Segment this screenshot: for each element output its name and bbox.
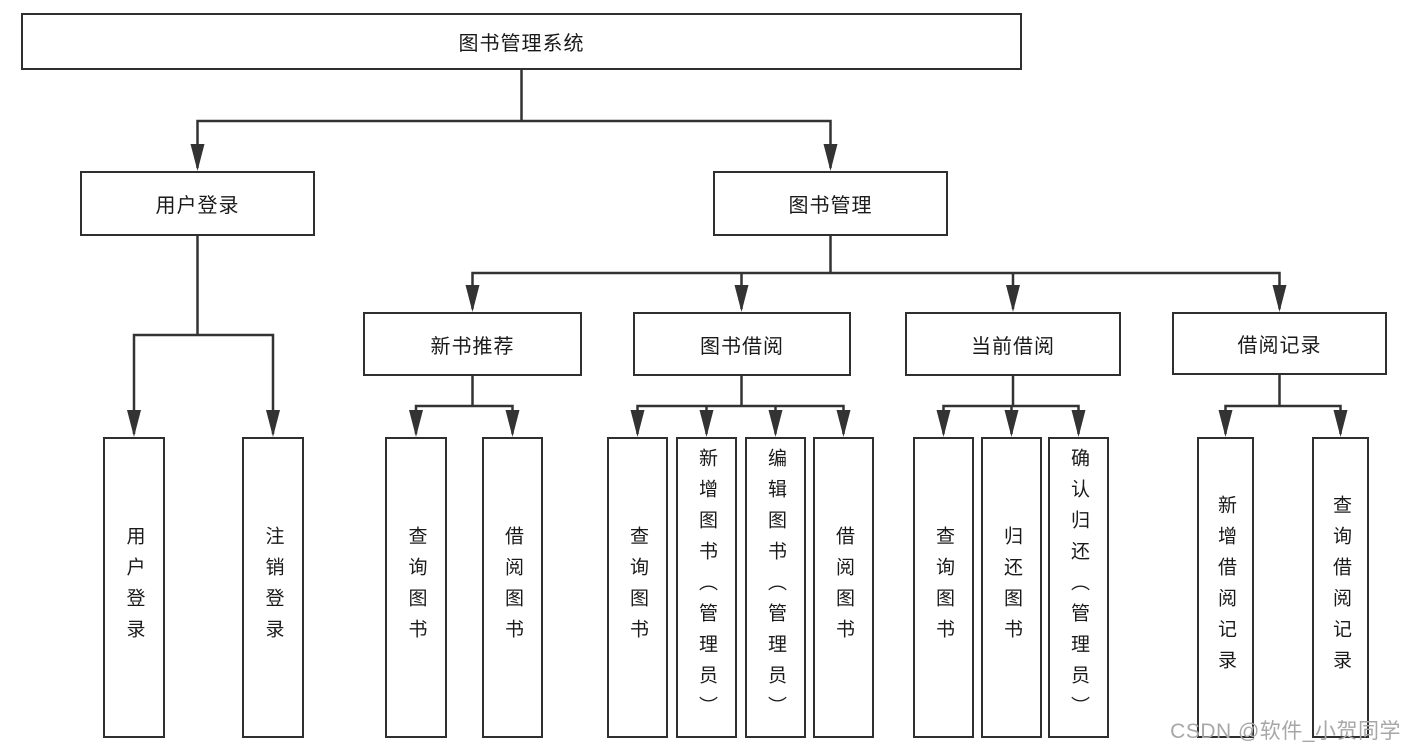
leaf-edit-book-admin-label: 编辑图书（管理员） <box>765 448 786 727</box>
node-book-borrowing: 图书借阅 <box>633 312 851 376</box>
connector-borrowing-branch <box>630 404 851 437</box>
connector-user-login-branch <box>127 333 280 437</box>
leaf-add-book-admin: 新增图书（管理员） <box>676 437 737 738</box>
node-book-borrowing-label: 图书借阅 <box>700 335 784 358</box>
leaf-query-books-recommend: 查询图书 <box>385 437 447 738</box>
leaf-borrow-books-recommend-label: 借阅图书 <box>502 525 523 650</box>
node-library-system-label: 图书管理系统 <box>458 33 585 55</box>
node-user-login-label: 用户登录 <box>155 195 240 217</box>
csdn-watermark: CSDN @软件_小贺同学 <box>1170 720 1401 743</box>
connector-recommend-branch <box>409 404 520 437</box>
leaf-edit-book-admin: 编辑图书（管理员） <box>745 437 806 738</box>
connector-book-mgmt-branch <box>465 271 1287 312</box>
leaf-query-books-current-label: 查询图书 <box>933 525 954 650</box>
node-book-management-label: 图书管理 <box>788 195 873 217</box>
node-user-login: 用户登录 <box>80 171 315 236</box>
node-current-borrowing-label: 当前借阅 <box>971 335 1055 358</box>
node-borrowing-records: 借阅记录 <box>1172 312 1387 375</box>
leaf-confirm-return-admin: 确认归还（管理员） <box>1048 437 1109 738</box>
connector-records-branch <box>1218 404 1348 437</box>
leaf-add-book-admin-label: 新增图书（管理员） <box>696 448 717 727</box>
leaf-query-borrow-record-label: 查询借阅记录 <box>1330 494 1351 681</box>
leaf-logout-login: 注销登录 <box>242 437 304 738</box>
leaf-confirm-return-admin-label: 确认归还（管理员） <box>1068 448 1089 727</box>
connector-root-branch <box>190 119 838 171</box>
leaf-borrow-books-borrowing: 借阅图书 <box>813 437 874 738</box>
leaf-add-borrow-record: 新增借阅记录 <box>1197 437 1254 738</box>
leaf-user-login-label: 用户登录 <box>123 525 145 650</box>
leaf-logout-login-label: 注销登录 <box>262 525 284 650</box>
leaf-query-books-recommend-label: 查询图书 <box>405 525 427 650</box>
leaf-return-book: 归还图书 <box>981 437 1042 738</box>
leaf-query-books-borrowing: 查询图书 <box>607 437 668 738</box>
node-borrowing-records-label: 借阅记录 <box>1237 335 1322 357</box>
leaf-return-book-label: 归还图书 <box>1001 525 1022 650</box>
node-new-book-recommend-label: 新书推荐 <box>430 335 515 358</box>
node-current-borrowing: 当前借阅 <box>905 312 1121 376</box>
node-book-management: 图书管理 <box>713 171 948 236</box>
leaf-user-login: 用户登录 <box>103 437 165 738</box>
leaf-borrow-books-borrowing-label: 借阅图书 <box>833 525 854 650</box>
leaf-borrow-books-recommend: 借阅图书 <box>482 437 543 738</box>
node-new-book-recommend: 新书推荐 <box>363 312 582 376</box>
leaf-query-borrow-record: 查询借阅记录 <box>1312 437 1369 738</box>
leaf-add-borrow-record-label: 新增借阅记录 <box>1215 494 1236 681</box>
leaf-query-books-borrowing-label: 查询图书 <box>627 525 648 650</box>
node-library-system: 图书管理系统 <box>21 13 1022 70</box>
leaf-query-books-current: 查询图书 <box>913 437 974 738</box>
